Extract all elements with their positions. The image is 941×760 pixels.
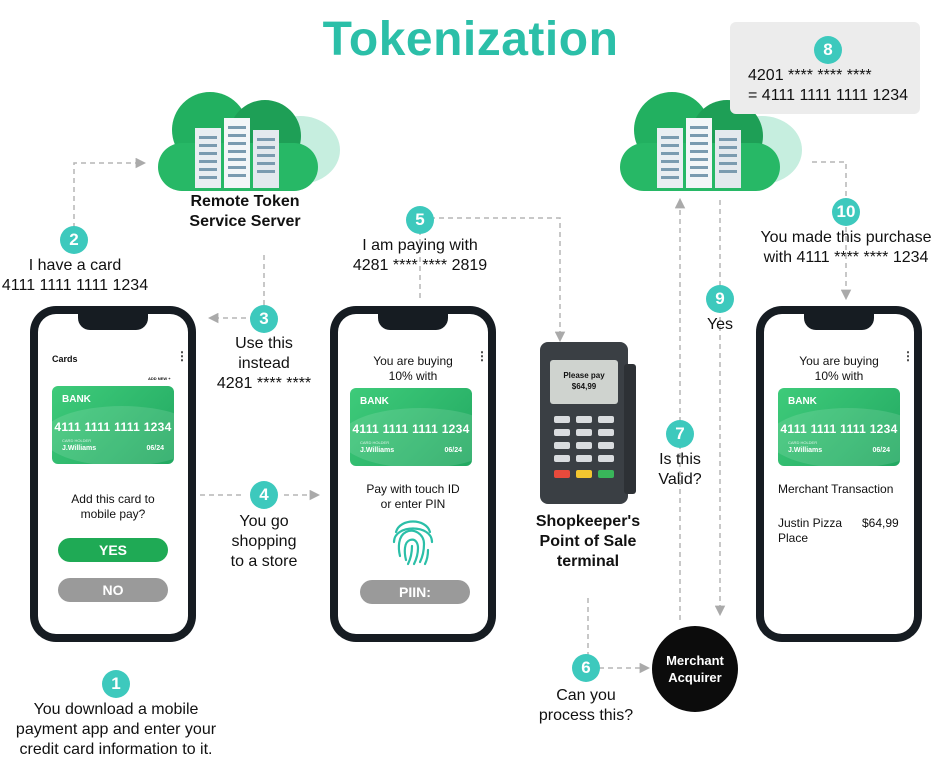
step-1-badge: 1 [102,670,130,698]
transaction-amount: $64,99 [862,516,899,530]
more-menu-icon[interactable]: ⋮ [176,349,188,363]
more-menu-icon[interactable]: ⋮ [902,349,914,363]
pay-instructions: Pay with touch ID or enter PIN [366,482,460,511]
merchant-transaction-label: Merchant Transaction [778,482,894,496]
more-menu-icon[interactable]: ⋮ [476,349,488,363]
step-8-text: 4201 **** **** **** = 4111 1111 1111 123… [748,67,908,104]
add-card-question: Add this card to mobile pay? [71,492,155,521]
phone-notch [378,314,448,330]
keypad-icon[interactable] [552,414,616,486]
arrow-6 [587,598,651,674]
merchant-acquirer: Merchant Acquirer [652,626,738,712]
phone-screen: Cards ⋮ ADD NEW + BANK 4111 1111 1111 12… [38,314,188,634]
pos-screen: Please pay $64,99 [550,360,618,404]
step-8-badge: 8 [814,36,842,64]
step-9-badge: 9 [706,285,734,313]
cards-header: Cards [52,354,78,364]
credit-card: BANK 4111 1111 1111 1234 CARD HOLDER J.W… [52,386,174,464]
pos-label: Shopkeeper's Point of Sale terminal [535,513,641,570]
step-7-text: Is this Valid? [658,451,702,488]
buying-text: You are buying 10% with [373,354,453,383]
credit-card: BANK 4111 1111 1111 1234 CARD HOLDER J.W… [350,388,472,466]
arrow-10 [812,161,852,301]
add-new-link[interactable]: ADD NEW + [148,376,171,381]
credit-card: BANK 4111 1111 1111 1234 CARD HOLDER J.W… [778,388,900,466]
step-2-badge: 2 [60,226,88,254]
phone-pay: ⋮ You are buying 10% with BANK 4111 1111… [330,306,496,642]
phone-add-card: Cards ⋮ ADD NEW + BANK 4111 1111 1111 12… [30,306,196,642]
cloud-server-icon [620,92,802,191]
page-title: Tokenization [322,13,619,66]
step-9-text: Yes [706,316,734,333]
arrow-5 [419,217,566,343]
phone-notch [804,314,874,330]
step-10-badge: 10 [832,198,860,226]
step-2-text: I have a card 4111 1111 1111 1234 [1,257,149,294]
phone-transaction: ⋮ You are buying 10% with BANK 4111 1111… [756,306,922,642]
server-label: Remote Token Service Server [189,193,301,230]
pos-terminal: Please pay $64,99 [540,342,636,504]
step-6-text: Can you process this? [538,687,634,724]
phone-screen: ⋮ You are buying 10% with BANK 4111 1111… [764,314,914,634]
step-3-badge: 3 [250,305,278,333]
merchant-name: Justin Pizza Place [778,516,843,545]
step-5-badge: 5 [406,206,434,234]
pin-button[interactable]: PIIN: [360,580,470,604]
phone-screen: ⋮ You are buying 10% with BANK 4111 1111… [338,314,488,634]
no-button[interactable]: NO [58,578,168,602]
step-7-badge: 7 [666,420,694,448]
step-3-text: Use this instead 4281 **** **** [216,335,312,392]
step-10-text: You made this purchase with 4111 **** **… [760,229,932,266]
buying-text: You are buying 10% with [799,354,879,383]
step-6-badge: 6 [572,654,600,682]
phone-notch [78,314,148,330]
arrow-2 [73,157,147,228]
step-4-text: You go shopping to a store [230,513,298,570]
step-4-badge: 4 [250,481,278,509]
step-5-text: I am paying with 4281 **** **** 2819 [352,237,488,274]
cloud-server-icon [158,92,340,191]
yes-button[interactable]: YES [58,538,168,562]
fingerprint-icon[interactable] [390,512,436,568]
step-1-text: You download a mobile payment app and en… [15,701,217,758]
